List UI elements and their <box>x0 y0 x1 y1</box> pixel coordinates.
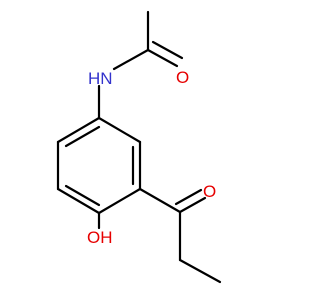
bond-carbonyl-o-1 <box>146 48 179 68</box>
hydroxyl-label: OH <box>87 228 113 247</box>
bond-ch2-ch3 <box>178 258 222 284</box>
ring-double-c4-c5 <box>64 184 101 207</box>
bond-skeleton <box>56 10 222 284</box>
ring-double-c6-c1 <box>64 125 101 148</box>
ring-bond-c3-c4 <box>97 187 142 215</box>
bond-ketone-o-1 <box>178 196 207 214</box>
atom-labels: HN O O OH <box>87 68 216 247</box>
amide-nh-label: HN <box>88 69 113 88</box>
bond-carbonyl-n <box>112 48 150 71</box>
bond-ring-ketone-c <box>138 187 182 214</box>
ring-bond-c4-c5 <box>56 187 101 215</box>
molecule-structure: HN O O OH <box>56 10 222 284</box>
bond-ketone-o-2 <box>174 188 203 206</box>
amide-oxygen-label: O <box>176 68 189 87</box>
ketone-oxygen-label: O <box>203 182 216 201</box>
ring-bond-c1-c2 <box>97 116 142 144</box>
bond-carbonyl-o-2 <box>151 40 184 60</box>
ring-bond-c6-c1 <box>56 116 101 144</box>
